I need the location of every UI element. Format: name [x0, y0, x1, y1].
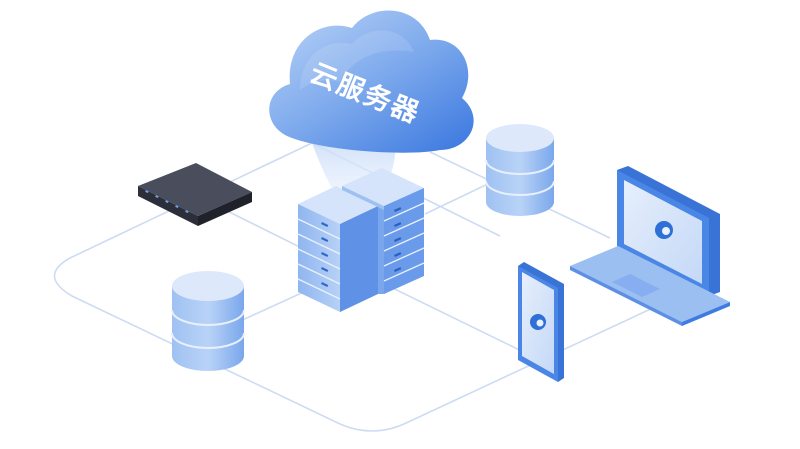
server-rack-icon [297, 186, 378, 312]
cloud-icon: 云服务器 [269, 10, 474, 153]
server-phone-link [371, 277, 541, 361]
network-switch-icon [138, 163, 252, 226]
database-right-link [424, 181, 493, 215]
server-rack-icon [342, 168, 425, 294]
outer-loop-link [53, 142, 701, 432]
laptop-icon [570, 166, 730, 326]
database-icon [171, 271, 245, 371]
phone-icon [518, 262, 564, 382]
database-icon [485, 124, 555, 216]
